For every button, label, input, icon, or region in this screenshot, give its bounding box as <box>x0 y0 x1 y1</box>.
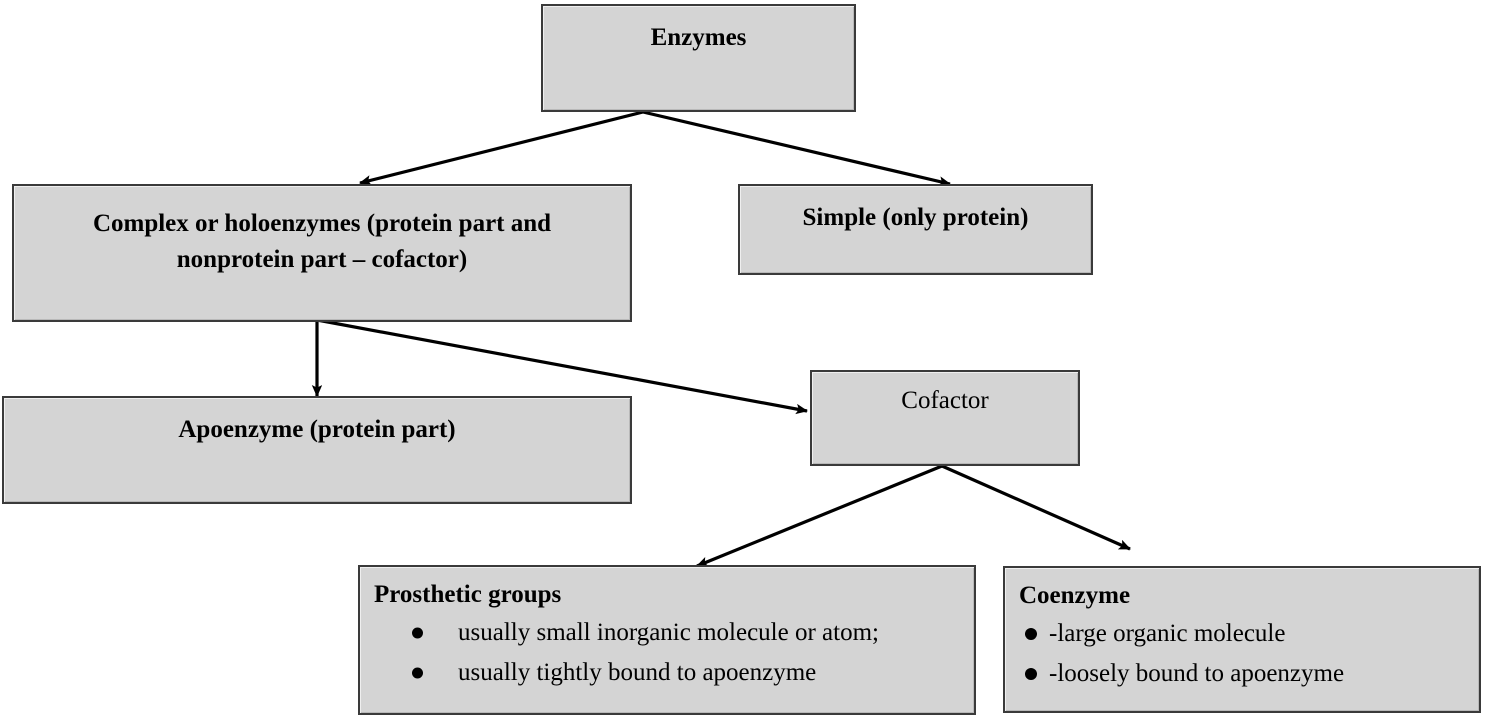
list-item-label: usually tightly bound to apoenzyme <box>458 659 817 687</box>
node-cofactor-label: Cofactor <box>901 387 989 414</box>
prosthetic-bullet-list: usually small inorganic molecule or atom… <box>374 613 974 693</box>
node-prosthetic-groups-header: Prosthetic groups <box>374 581 562 608</box>
node-complex-holoenzymes[interactable]: Complex or holoenzymes (protein part and… <box>12 184 632 322</box>
node-apoenzyme[interactable]: Apoenzyme (protein part) <box>2 396 632 504</box>
bullet-dot-icon <box>1025 628 1037 641</box>
node-simple-label: Simple (only protein) <box>802 204 1029 231</box>
node-prosthetic-groups[interactable]: Prosthetic groups usually small inorgani… <box>358 565 976 715</box>
node-cofactor[interactable]: Cofactor <box>810 370 1080 466</box>
list-item-label: usually small inorganic molecule or atom… <box>458 619 879 647</box>
edge-cofactor-to-prosthetic <box>696 464 943 568</box>
node-coenzyme-header: Coenzyme <box>1019 582 1131 609</box>
node-enzymes[interactable]: Enzymes <box>541 4 856 112</box>
edge-cofactor-to-coenzyme <box>941 464 1131 551</box>
bullet-dot-icon <box>412 627 423 639</box>
edge-enzymes-to-complex <box>359 110 644 186</box>
list-item: -large organic molecule <box>1019 614 1479 654</box>
node-apoenzyme-label: Apoenzyme (protein part) <box>178 416 456 443</box>
node-enzymes-label: Enzymes <box>650 24 747 51</box>
coenzyme-bullet-list: -large organic molecule -loosely bound t… <box>1019 614 1479 694</box>
node-coenzyme[interactable]: Coenzyme -large organic molecule -loosel… <box>1003 566 1481 713</box>
bullet-dot-icon <box>412 667 423 679</box>
node-simple[interactable]: Simple (only protein) <box>738 184 1093 275</box>
list-item: -loosely bound to apoenzyme <box>1019 654 1479 694</box>
list-item: usually small inorganic molecule or atom… <box>374 613 974 653</box>
node-complex-holoenzymes-label: Complex or holoenzymes (protein part and… <box>92 210 552 273</box>
list-item: usually tightly bound to apoenzyme <box>374 653 974 693</box>
list-item-label: -loosely bound to apoenzyme <box>1049 660 1345 688</box>
list-item-label: -large organic molecule <box>1049 620 1286 648</box>
bullet-dot-icon <box>1025 668 1037 681</box>
edge-enzymes-to-simple <box>642 110 951 187</box>
